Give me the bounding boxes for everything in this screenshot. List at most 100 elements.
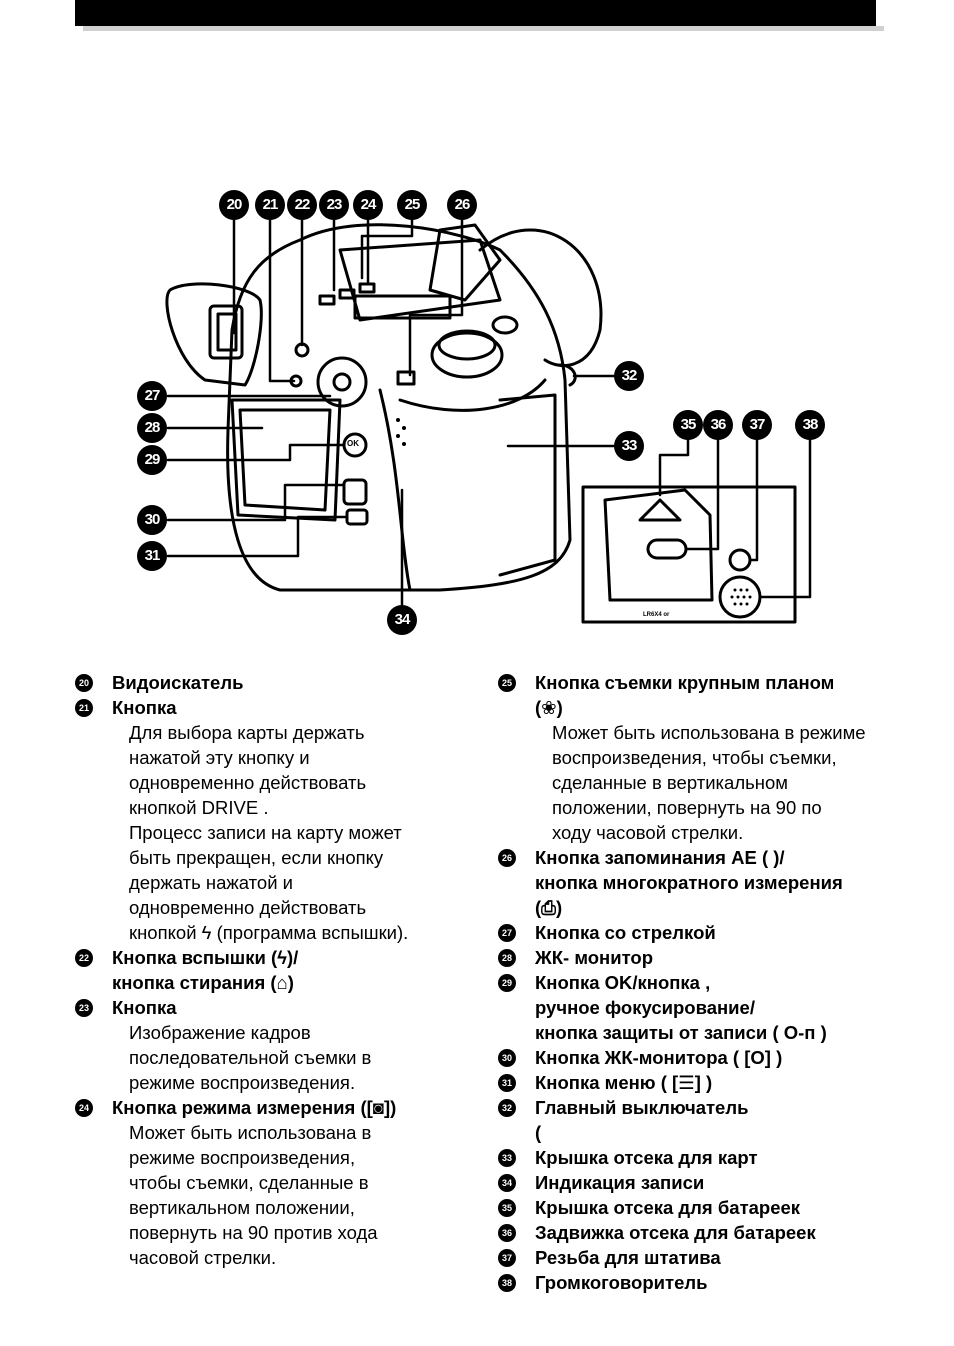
legend-number: 38	[498, 1274, 516, 1292]
legend-entry-24: 24 Кнопка режима измерения ([◙]) Может б…	[75, 1095, 475, 1270]
legend-title: Видоискатель	[112, 672, 244, 693]
callout-38: 38	[795, 410, 825, 440]
legend-entry-32: 32 Главный выключатель (	[498, 1095, 938, 1145]
top-plate	[338, 238, 502, 322]
top-lcd	[353, 294, 452, 320]
camera-body	[226, 223, 572, 592]
legend-number: 29	[498, 974, 516, 992]
legend-entry-37: 37 Резьба для штатива	[498, 1245, 938, 1270]
desc-line: Может быть использована в	[129, 1122, 372, 1143]
legend-entry-25: 25 Кнопка съемки крупным планом (❀) Може…	[498, 670, 938, 845]
desc-line: держать нажатой и	[129, 872, 294, 893]
desc-line: повернуть на 90 против хода	[129, 1222, 378, 1243]
legend-entry-30: 30 Кнопка ЖК-монитора ( [O] )	[498, 1045, 938, 1070]
legend-title-line3: кнопка защиты от записи ( O-п )	[535, 1022, 827, 1043]
legend-number: 20	[75, 674, 93, 692]
legend-title: Кнопка ЖК-монитора ( [O] )	[535, 1047, 783, 1068]
callout-34: 34	[387, 605, 417, 635]
desc-line: сделанные в вертикальном	[552, 772, 788, 793]
legend-number: 37	[498, 1249, 516, 1267]
callout-33: 33	[614, 431, 644, 461]
camera-diagram: 20 21 22 23 24 25 26 27 28 29 30 31 32 3…	[0, 0, 954, 660]
callout-21: 21	[255, 190, 285, 220]
legend-title: Крышка отсека для батареек	[535, 1197, 801, 1218]
legend-entry-29: 29 Кнопка OK/кнопка , ручное фокусирован…	[498, 970, 938, 1045]
desc-line: положении, повернуть на 90 по	[552, 797, 822, 818]
card-cover	[498, 393, 557, 577]
legend-entry-20: 20 Видоискатель	[75, 670, 475, 695]
callout-26: 26	[447, 190, 477, 220]
legend-number: 27	[498, 924, 516, 942]
callout-29: 29	[137, 445, 167, 475]
callout-23: 23	[319, 190, 349, 220]
legend-number: 34	[498, 1174, 516, 1192]
desc-line: чтобы съемки, сделанные в	[129, 1172, 369, 1193]
grip-edge	[378, 388, 412, 592]
legend-title-line2: (	[535, 1122, 542, 1143]
callout-35: 35	[673, 410, 703, 440]
callout-20: 20	[219, 190, 249, 220]
desc-line: Изображение кадров	[129, 1022, 311, 1043]
callout-32: 32	[614, 361, 644, 391]
legend-right-column: 25 Кнопка съемки крупным планом (❀) Може…	[498, 670, 938, 1295]
header-bar-shadow	[83, 26, 884, 31]
desc-line: одновременно действовать	[129, 897, 367, 918]
battery-label: LR6X4 or	[643, 612, 670, 618]
legend-number: 32	[498, 1099, 516, 1117]
legend-number: 25	[498, 674, 516, 692]
legend-title-line2: кнопка стирания (⌂)	[112, 972, 294, 993]
legend-number: 22	[75, 949, 93, 967]
legend-entry-38: 38 Громкоговоритель	[498, 1270, 938, 1295]
legend-description: Изображение кадров последовательной съем…	[112, 1020, 475, 1095]
legend-number: 28	[498, 949, 516, 967]
legend-title: Задвижка отсека для батареек	[535, 1222, 816, 1243]
desc-line: часовой стрелки.	[129, 1247, 277, 1268]
legend-number: 24	[75, 1099, 93, 1117]
legend-number: 36	[498, 1224, 516, 1242]
legend-number: 35	[498, 1199, 516, 1217]
legend-number: 33	[498, 1149, 516, 1167]
callout-30: 30	[137, 505, 167, 535]
legend-entry-21: 21 Кнопка Для выбора карты держать нажат…	[75, 695, 475, 945]
legend-title: Индикация записи	[535, 1172, 705, 1193]
callout-36: 36	[703, 410, 733, 440]
callout-37: 37	[742, 410, 772, 440]
legend-number: 21	[75, 699, 93, 717]
callout-31: 31	[137, 541, 167, 571]
legend-entry-23: 23 Кнопка Изображение кадров последовате…	[75, 995, 475, 1095]
lcd-monitor	[238, 408, 332, 512]
callout-28: 28	[137, 413, 167, 443]
legend-entry-36: 36 Задвижка отсека для батареек	[498, 1220, 938, 1245]
desc-line: последовательной съемки в	[129, 1047, 372, 1068]
arrow-pad	[316, 356, 368, 408]
legend-title-line2: (❀)	[535, 697, 563, 718]
legend-title: Кнопка	[112, 997, 177, 1018]
desc-line: воспроизведения, чтобы съемки,	[552, 747, 837, 768]
battery-inset	[581, 485, 797, 624]
ok-button-label: OK	[347, 439, 359, 448]
legend-number: 30	[498, 1049, 516, 1067]
legend-title: Кнопка вспышки (ϟ)/	[112, 947, 299, 968]
callout-25: 25	[397, 190, 427, 220]
legend-description: Может быть использована в режиме воспрои…	[112, 1120, 475, 1270]
legend-title-line3: (⎙)	[535, 897, 563, 918]
legend-title: Кнопка OK/кнопка ,	[535, 972, 711, 993]
legend-title: Кнопка со стрелкой	[535, 922, 716, 943]
legend-entry-28: 28 ЖК- монитор	[498, 945, 938, 970]
legend-title: Громкоговоритель	[535, 1272, 708, 1293]
legend-entry-35: 35 Крышка отсека для батареек	[498, 1195, 938, 1220]
legend-entry-27: 27 Кнопка со стрелкой	[498, 920, 938, 945]
legend-number: 31	[498, 1074, 516, 1092]
legend-entry-33: 33 Крышка отсека для карт	[498, 1145, 938, 1170]
desc-line: вертикальном положении,	[129, 1197, 355, 1218]
legend-entry-31: 31 Кнопка меню ( [☰] )	[498, 1070, 938, 1095]
legend-entry-26: 26 Кнопка запоминания АЕ ( )/ кнопка мно…	[498, 845, 938, 920]
legend-number: 26	[498, 849, 516, 867]
desc-line: одновременно действовать	[129, 772, 367, 793]
legend-title: ЖК- монитор	[535, 947, 654, 968]
legend-left-column: 20 Видоискатель 21 Кнопка Для выбора кар…	[75, 670, 475, 1270]
desc-line: кнопкой DRIVE .	[129, 797, 269, 818]
legend-title-line2: ручное фокусирование/	[535, 997, 755, 1018]
legend-number: 23	[75, 999, 93, 1017]
legend-title: Кнопка	[112, 697, 177, 718]
